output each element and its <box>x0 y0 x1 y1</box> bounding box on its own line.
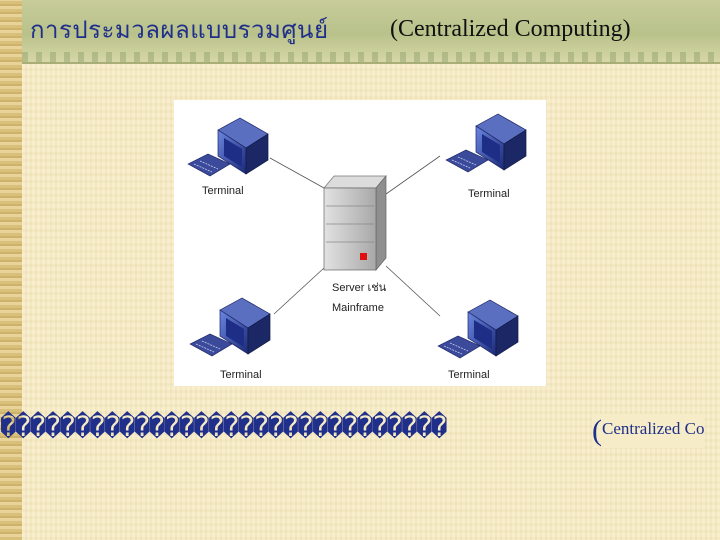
terminal-icon-top-right <box>445 113 527 173</box>
title-band <box>22 0 720 64</box>
caption-open-paren: ( <box>592 414 602 447</box>
server-label-line2: Mainframe <box>332 302 384 314</box>
slide-title-thai: การประมวลผลแบบรวมศูนย์ <box>30 16 329 44</box>
server-power-led <box>360 253 367 260</box>
caption-garbled-text: ������������������������������ <box>0 410 448 443</box>
slide-title-english: (Centralized Computing) <box>390 16 631 42</box>
terminal-label-top-right: Terminal <box>468 188 510 200</box>
diagram-svg: Server เช่น Mainframe Terminal Terminal <box>187 113 527 381</box>
server-label-line1: Server เช่น <box>332 282 387 294</box>
left-decorative-strip <box>0 0 22 540</box>
terminal-label-bottom-left: Terminal <box>220 369 262 381</box>
caption-latin-text: (Centralized Co <box>592 414 705 448</box>
terminal-icon-top-left <box>187 117 269 177</box>
network-diagram: Server เช่น Mainframe Terminal Terminal <box>174 100 546 386</box>
terminal-icon-bottom-left <box>189 297 271 357</box>
terminal-icon-bottom-right <box>437 299 519 359</box>
terminal-label-top-left: Terminal <box>202 185 244 197</box>
link-top-left <box>269 157 325 189</box>
link-top-right <box>385 155 441 195</box>
caption-centralized: Centralized Co <box>602 419 705 438</box>
caption-line: ������������������������������ (Centrali… <box>0 408 720 448</box>
link-bottom-left <box>273 267 325 315</box>
terminal-label-bottom-right: Terminal <box>448 369 490 381</box>
link-bottom-right <box>385 265 441 317</box>
server-icon <box>323 175 387 271</box>
